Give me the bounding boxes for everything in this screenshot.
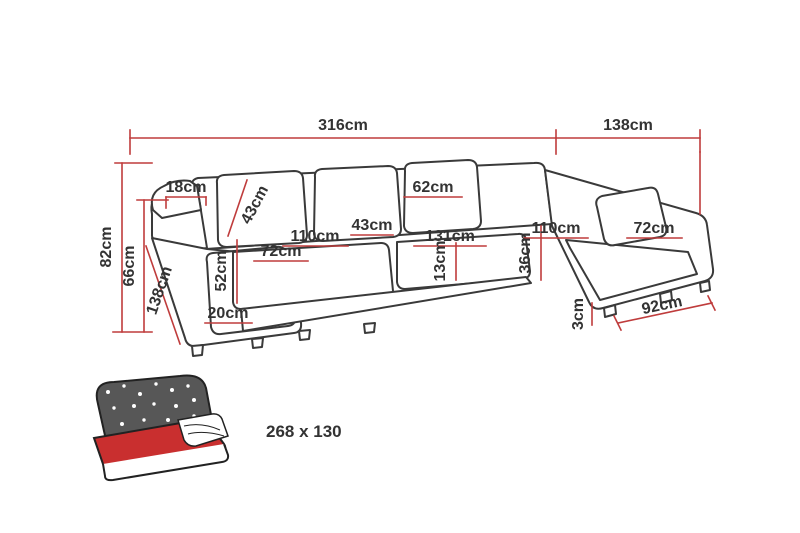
dim-label-armrest-top: 18cm	[166, 179, 207, 196]
dimension-labels: 316cm 138cm 82cm 66cm 18cm 43cm 62cm 110…	[98, 117, 684, 330]
dim-label-seat-height-right: 36cm	[517, 233, 534, 274]
dim-line-chaise-right-depth	[617, 302, 713, 324]
dim-label-leg-height: 3cm	[570, 298, 587, 330]
dim-label-armrest-height: 52cm	[213, 251, 230, 292]
dim-label-height-total: 82cm	[98, 227, 115, 268]
dim-label-seat-right: 110cm	[532, 220, 581, 237]
sheet-fold-line	[183, 424, 221, 431]
sofa-legs	[191, 280, 711, 357]
dim-label-back-cushion-width: 62cm	[413, 179, 454, 196]
back-cushion-middle	[313, 165, 402, 242]
dim-line-chaise-left-length	[144, 244, 182, 346]
sheet-fold-line-2	[187, 431, 225, 437]
dim-label-cushion-thickness: 13cm	[432, 241, 449, 282]
dim-label-seat-middle: 131cm	[425, 228, 475, 245]
dim-label-height-seat-back: 66cm	[121, 246, 138, 287]
right-chaise-seat-cushion	[565, 239, 698, 301]
sleeping-area-size: 268 x 130	[266, 422, 342, 441]
sofa-outline	[150, 159, 715, 357]
dim-label-base-height: 20cm	[208, 305, 249, 322]
dim-label-seat-left: 110cm	[291, 228, 340, 245]
right-pillow	[595, 186, 668, 247]
sheet-shape	[177, 413, 229, 447]
dim-label-seat-corner: 43cm	[352, 217, 393, 234]
dim-label-depth-right: 138cm	[603, 117, 653, 134]
sleeper-function-icon	[92, 374, 230, 482]
back-cushion-left	[215, 170, 308, 248]
dim-line-back-cushion-height	[226, 178, 249, 238]
dim-label-chaise-right-seat: 72cm	[634, 220, 675, 237]
bed-base	[102, 443, 230, 482]
dimension-lines	[112, 129, 717, 346]
seat-cushion-right	[396, 232, 531, 290]
blanket-stars	[106, 382, 196, 426]
dim-label-chaise-left-seat: 72cm	[261, 243, 302, 260]
dim-label-width-total: 316cm	[318, 117, 368, 134]
left-pillow	[150, 179, 202, 219]
